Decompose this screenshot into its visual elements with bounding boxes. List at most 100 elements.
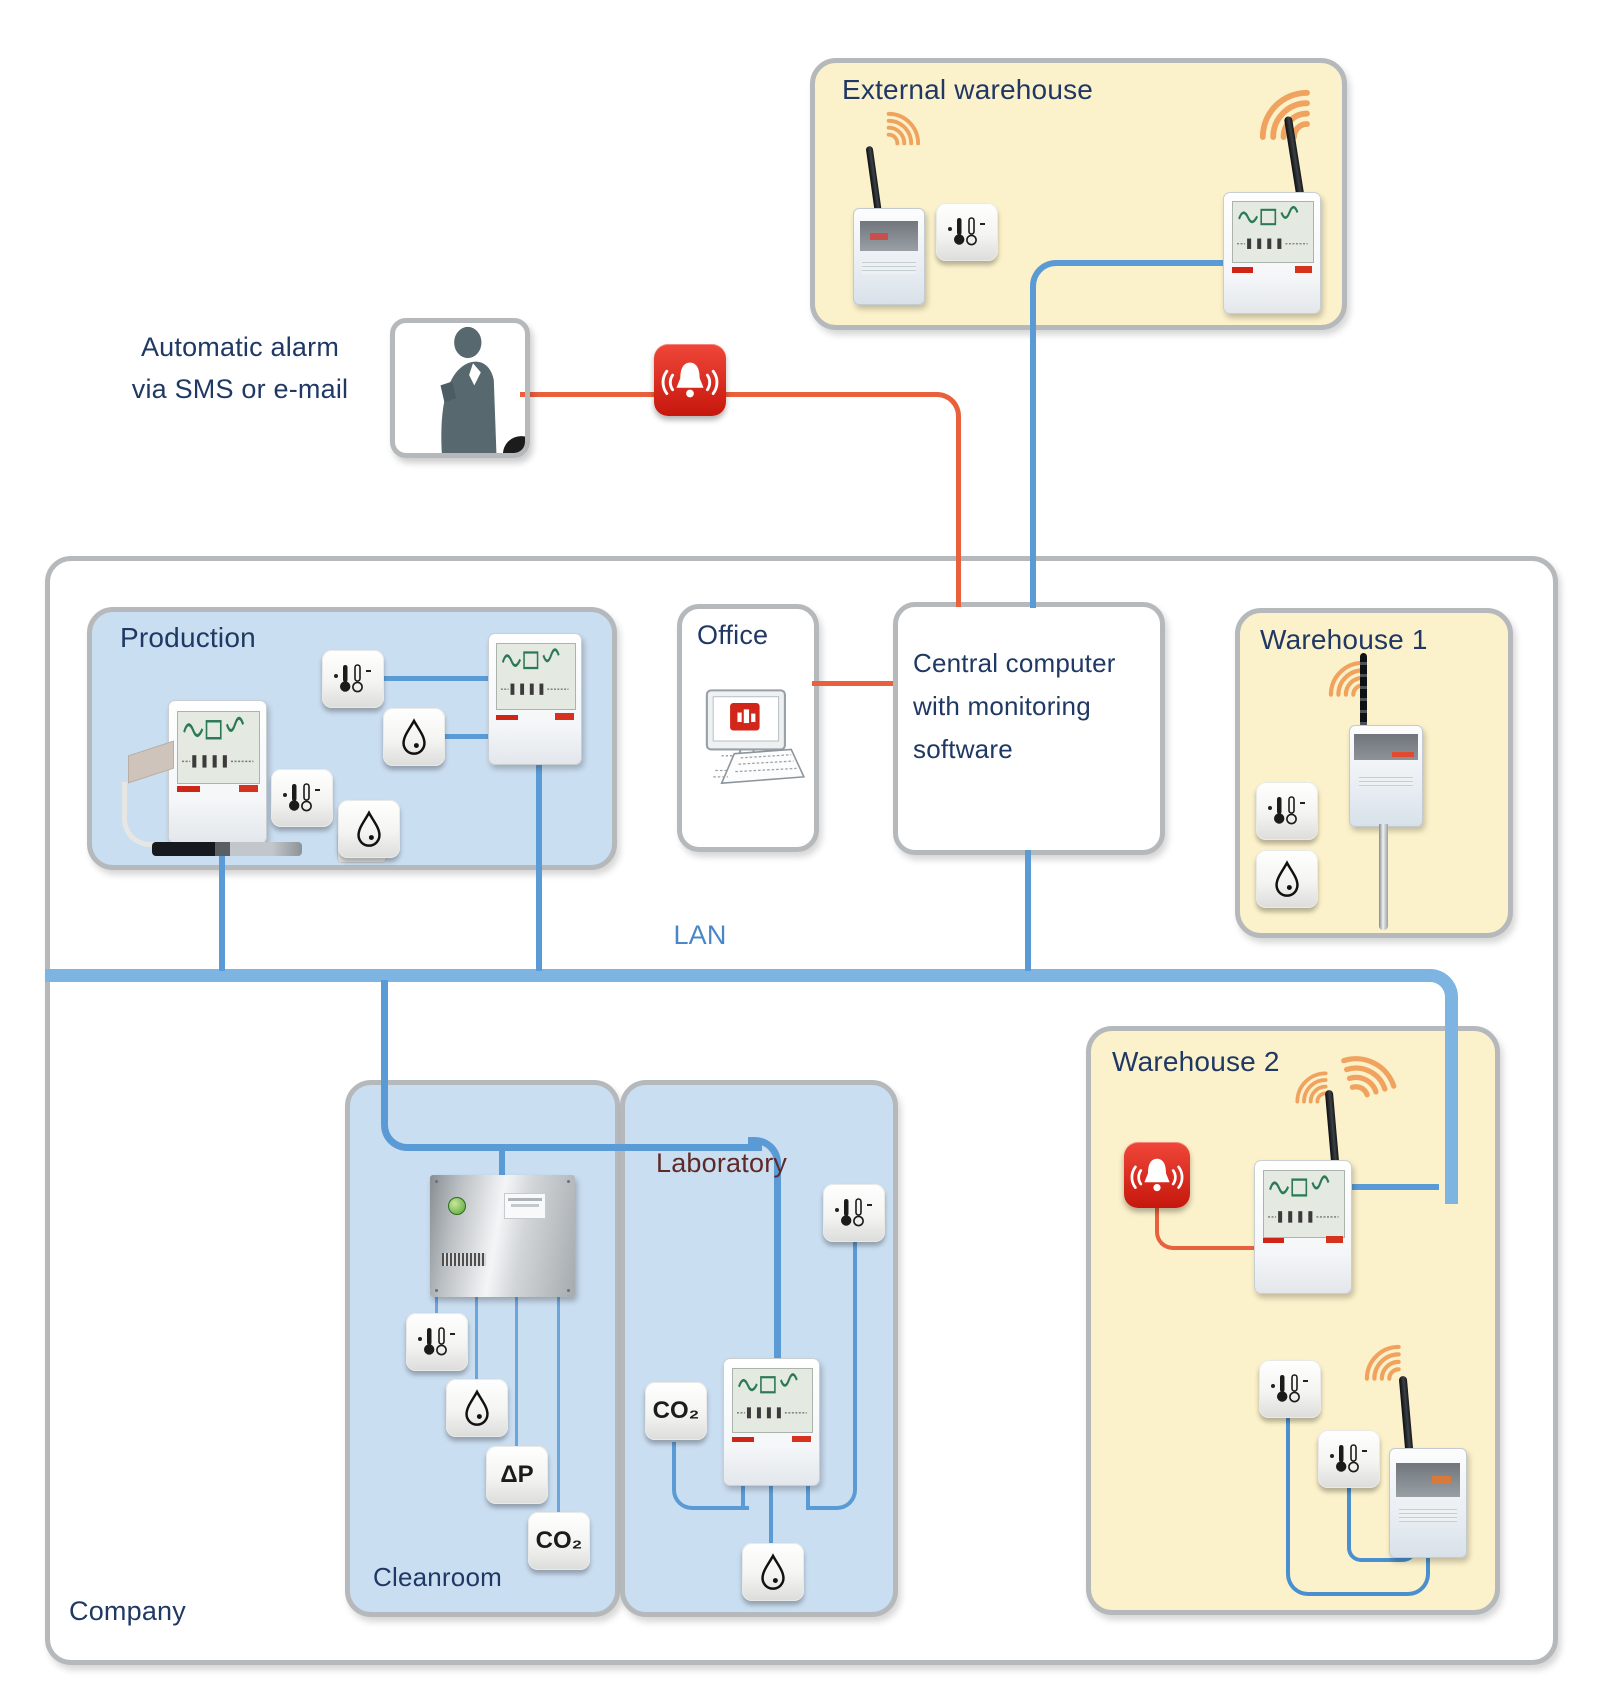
humidity-sensor-icon	[383, 708, 445, 766]
line-w2-alarm-to-logger	[1155, 1208, 1258, 1250]
logger-accent	[792, 1435, 812, 1443]
logger-brand-mark	[1231, 267, 1253, 274]
cleanroom-monitoring-unit	[430, 1175, 575, 1297]
antenna	[1360, 653, 1367, 727]
logger-brand-mark	[731, 1437, 755, 1443]
laboratory-box	[620, 1080, 898, 1617]
temp-humidity-sensor-icon	[823, 1184, 885, 1242]
data-logger	[488, 633, 582, 765]
probe-sensor	[152, 842, 302, 856]
wifi-waves-icon	[880, 100, 932, 152]
transmitter-label	[862, 259, 916, 274]
co2-sensor-icon: CO₂	[528, 1512, 590, 1570]
logger-accent	[238, 784, 259, 792]
logger-accent	[1295, 266, 1313, 274]
line-office-to-central	[812, 681, 893, 686]
line-lab-logger-to-humidity	[769, 1484, 773, 1544]
alarm-caption: Automatic alarm via SMS or e-mail	[110, 326, 370, 410]
warehouse1-title: Warehouse 1	[1260, 624, 1428, 655]
humidity-sensor-icon	[338, 800, 400, 858]
logger-display	[731, 1367, 814, 1433]
line-branch-to-cleanroom-unit	[499, 1144, 505, 1180]
warehouse2-title: Warehouse 2	[1112, 1046, 1280, 1077]
logger-brand-mark	[1262, 1237, 1284, 1243]
wifi-waves-icon	[1327, 1025, 1415, 1113]
temp-humidity-sensor-icon	[322, 650, 384, 708]
line-prod-humidity-to-logger	[445, 734, 488, 739]
warehouse2-alarm-bell-icon	[1124, 1142, 1190, 1208]
transmitter-window	[1396, 1463, 1460, 1497]
lan-label: LAN	[673, 920, 727, 950]
line-lan-to-w2-logger	[1349, 1184, 1439, 1190]
line-lab-co2-to-logger	[672, 1442, 749, 1510]
temp-humidity-sensor-icon	[1256, 782, 1318, 840]
line-lan-to-cleanroom	[381, 980, 762, 1151]
temp-humidity-sensor-icon	[406, 1313, 468, 1371]
line-extwarehouse-to-central	[1030, 260, 1229, 608]
wireless-transmitter	[853, 208, 925, 305]
logger-display	[496, 643, 576, 711]
probe-stem	[1379, 824, 1388, 930]
logger-brand-mark	[176, 786, 201, 792]
differential-pressure-sensor-icon: ΔP	[486, 1446, 548, 1504]
cleanroom-title: Cleanroom	[373, 1562, 502, 1592]
line-cleanroom-s2	[475, 1297, 478, 1383]
production-title: Production	[120, 622, 256, 653]
company-title: Company	[69, 1596, 186, 1626]
temp-humidity-sensor-icon	[271, 769, 333, 827]
line-w2-tempA-vert	[1286, 1418, 1290, 1558]
delta-p-label: ΔP	[500, 1461, 534, 1488]
data-logger	[1223, 192, 1321, 314]
alarm-caption-line2: via SMS or e-mail	[131, 374, 349, 404]
line-lab-co2-leg	[741, 1482, 745, 1506]
transmitter-window	[859, 221, 919, 251]
line-lab-temp-leg	[806, 1482, 810, 1506]
line-w2-tempB-vert	[1347, 1488, 1351, 1534]
line-prod-temp-to-logger	[384, 676, 488, 681]
person-sms-icon	[390, 318, 530, 458]
lan-line	[45, 969, 1458, 1204]
wifi-waves-icon	[1242, 72, 1320, 150]
wireless-probe-logger	[1349, 725, 1423, 827]
wifi-waves-icon	[1352, 1332, 1408, 1388]
line-lab-temp-to-logger	[806, 1242, 857, 1510]
computer-with-alarm-icon	[690, 688, 806, 794]
temp-humidity-sensor-icon	[1318, 1430, 1380, 1488]
line-w2-tempA-u	[1286, 1556, 1430, 1596]
logger-accent	[1326, 1236, 1344, 1243]
humidity-sensor-icon	[1256, 850, 1318, 908]
temp-humidity-sensor-icon	[936, 203, 998, 261]
logger-accent	[555, 713, 574, 720]
line-central-to-lan	[1025, 850, 1031, 971]
logger-brand-mark	[496, 714, 519, 720]
data-logger	[723, 1358, 820, 1486]
alarm-caption-line1: Automatic alarm	[140, 332, 340, 362]
line-cleanroom-to-lab-logger	[748, 1137, 781, 1369]
line-cleanroom-s1	[435, 1297, 438, 1317]
co2-sensor-icon: CO₂	[645, 1382, 707, 1440]
data-logger	[1254, 1160, 1352, 1294]
external-warehouse-title: External warehouse	[842, 74, 1094, 105]
line-production-logger1-to-lan	[219, 843, 225, 971]
transmitter-label	[1358, 774, 1414, 787]
line-cleanroom-s4	[557, 1297, 560, 1515]
logger-display	[1231, 201, 1315, 264]
transmitter-label	[1399, 1506, 1457, 1523]
co2-label: CO₂	[535, 1527, 583, 1554]
alarm-bell-icon	[654, 344, 726, 416]
line-production-logger2-to-lan	[536, 758, 542, 971]
logger-cable	[122, 782, 167, 847]
logger-display	[176, 710, 261, 784]
laboratory-title: Laboratory	[656, 1148, 788, 1178]
temp-humidity-sensor-icon	[1259, 1360, 1321, 1418]
office-title: Office	[697, 620, 769, 650]
line-cleanroom-s3	[515, 1297, 518, 1449]
humidity-sensor-icon	[446, 1379, 508, 1437]
line-alarm-to-central	[520, 392, 961, 607]
data-logger	[168, 700, 267, 844]
logger-display	[1262, 1170, 1346, 1239]
wireless-transmitter	[1389, 1448, 1467, 1558]
central-computer-title: Central computer with monitoring softwar…	[913, 648, 1116, 764]
co2-label: CO₂	[652, 1397, 700, 1424]
